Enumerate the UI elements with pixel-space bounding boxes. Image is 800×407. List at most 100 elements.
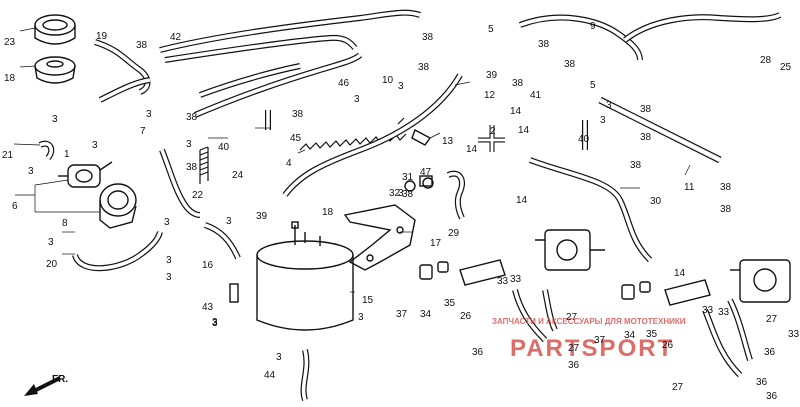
callout-label: 8 xyxy=(62,218,68,229)
callout-label: 34 xyxy=(420,309,432,320)
front-arrow: FR. xyxy=(24,374,68,396)
callout-label: 38 xyxy=(640,132,652,143)
callout-label: 5 xyxy=(488,24,494,35)
callout-label: 3 xyxy=(600,115,606,126)
callout-label: 36 xyxy=(756,377,768,388)
callout-label: 30 xyxy=(650,196,662,207)
callout-label: 3 xyxy=(52,114,58,125)
watermark-caption: ЗАПЧАСТИ И АКСЕССУАРЫ ДЛЯ МОТОТЕХНИКИ xyxy=(492,317,686,326)
callout-label: 14 xyxy=(516,195,528,206)
callout-label: 38 xyxy=(418,62,430,73)
part-18-valve-drawing xyxy=(34,56,76,84)
callout-label: 3 xyxy=(28,166,34,177)
callout-label: 45 xyxy=(290,133,302,144)
leader-lines xyxy=(13,27,691,293)
callout-label: 35 xyxy=(444,298,456,309)
callout-label: 14 xyxy=(466,144,478,155)
callout-label: 5 xyxy=(590,80,596,91)
callout-label: 25 xyxy=(780,62,792,73)
callout-label: 38 xyxy=(640,104,652,115)
callout-label: 32 xyxy=(389,188,401,199)
callout-label: 36 xyxy=(764,347,776,358)
callout-label: 41 xyxy=(530,90,542,101)
callout-label: 13 xyxy=(442,136,454,147)
callout-label: 37 xyxy=(594,335,606,346)
callout-label: 29 xyxy=(448,228,460,239)
callout-label: 39 xyxy=(486,70,498,81)
callout-label: 3 xyxy=(166,255,172,266)
callout-label: 3 xyxy=(226,216,232,227)
callout-label: 21 xyxy=(2,150,14,161)
callout-label: 2 xyxy=(490,126,496,137)
callout-label: 38 xyxy=(186,162,198,173)
callout-label: 38 xyxy=(186,112,198,123)
callout-label: 3 xyxy=(354,94,360,105)
front-label: FR. xyxy=(52,374,68,385)
callout-label: 3 xyxy=(92,140,98,151)
part-23-clamp-drawing xyxy=(34,14,76,45)
callout-label: 33 xyxy=(510,274,522,285)
watermark-brand: PARTSPORT xyxy=(510,335,674,362)
part-15-canister-drawing xyxy=(256,221,354,331)
callout-label: 37 xyxy=(396,309,408,320)
callout-label: 33 xyxy=(702,305,714,316)
callout-label: 38 xyxy=(512,78,524,89)
callout-label: 23 xyxy=(4,37,16,48)
callout-label: 34 xyxy=(624,330,636,341)
callout-label: 39 xyxy=(256,211,268,222)
callout-label: 40 xyxy=(578,134,590,145)
callout-label: 36 xyxy=(766,391,778,402)
callout-label: 27 xyxy=(766,314,778,325)
callout-label: 38 xyxy=(630,160,642,171)
callout-label: 19 xyxy=(96,31,108,42)
callout-label: 38 xyxy=(564,59,576,70)
hoses-and-parts xyxy=(34,9,791,401)
callout-label: 20 xyxy=(46,259,58,270)
callout-label: 3 xyxy=(212,317,218,328)
callout-label: 38 xyxy=(422,32,434,43)
callout-label: 14 xyxy=(674,268,686,279)
callout-label: 27 xyxy=(566,312,578,323)
callout-label: 40 xyxy=(218,142,230,153)
callout-label: 3 xyxy=(606,100,612,111)
callout-label: 22 xyxy=(192,190,204,201)
callout-label: 27 xyxy=(568,343,580,354)
callout-label: 3 xyxy=(358,312,364,323)
callout-label: 3 xyxy=(146,109,152,120)
part-1-solenoid-drawing xyxy=(58,161,113,188)
callout-label: 3 xyxy=(398,188,404,199)
callout-label: 35 xyxy=(646,329,658,340)
callout-label: 44 xyxy=(264,370,276,381)
callout-label: 27 xyxy=(672,382,684,393)
callout-label: 6 xyxy=(12,201,18,212)
callout-label: 38 xyxy=(402,189,414,200)
callout-label: 14 xyxy=(510,106,522,117)
callout-label: 47 xyxy=(420,167,432,178)
callout-label: 42 xyxy=(170,32,182,43)
callout-label: 36 xyxy=(568,360,580,371)
callout-label: 33 xyxy=(718,307,730,318)
callout-label: 31 xyxy=(402,172,414,183)
callout-label: 1 xyxy=(64,149,70,160)
callout-label: 17 xyxy=(430,238,442,249)
callout-label: 18 xyxy=(322,207,334,218)
callout-label: 38 xyxy=(136,40,148,51)
callout-label: 46 xyxy=(338,78,350,89)
callout-label: 3 xyxy=(186,139,192,150)
callout-label: 3 xyxy=(212,318,218,329)
carburetor-left-drawing xyxy=(535,229,605,271)
callout-label: 3 xyxy=(164,217,170,228)
callout-label: 26 xyxy=(460,311,472,322)
callout-label: 38 xyxy=(538,39,550,50)
callout-label: 38 xyxy=(720,182,732,193)
callout-label: 38 xyxy=(292,109,304,120)
callout-label: 14 xyxy=(518,125,530,136)
callout-label: 3 xyxy=(166,272,172,283)
callout-label: 4 xyxy=(286,158,292,169)
watermark: ЗАПЧАСТИ И АКСЕССУАРЫ ДЛЯ МОТОТЕХНИКИ PA… xyxy=(492,317,686,362)
callout-label: 3 xyxy=(48,237,54,248)
part-17-bracket-drawing xyxy=(343,204,416,271)
